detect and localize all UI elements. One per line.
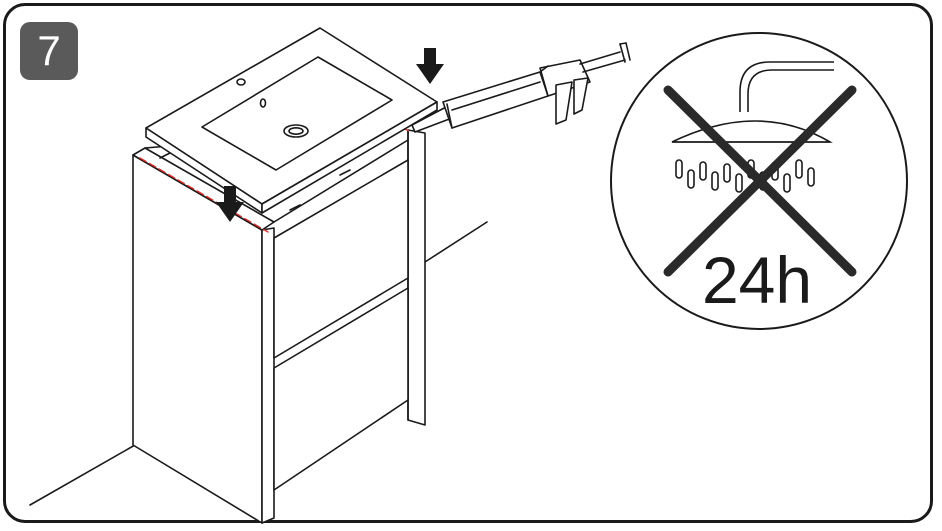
no-water-warning [610,32,908,330]
duration-label: 24h [701,243,813,317]
down-arrow-icon [216,48,444,222]
floor-lines [29,221,488,506]
basin-countertop [145,27,438,214]
vanity-cabinet [132,125,426,524]
step-number-badge: 7 [20,22,78,80]
prohibition-cross-icon [663,85,857,277]
silicone-gun-icon [411,42,631,133]
